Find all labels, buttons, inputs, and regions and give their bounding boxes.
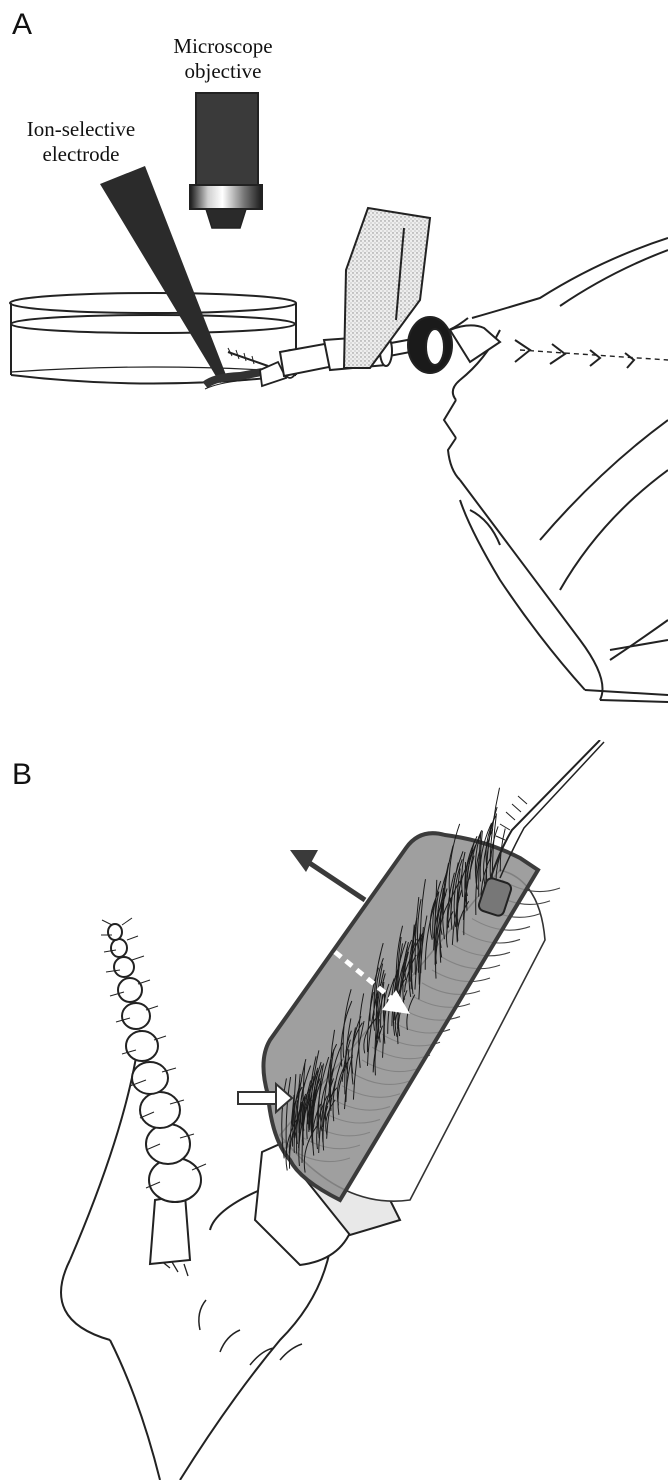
panel-b-drawing: [0, 740, 668, 1480]
outflow-arrow: [290, 850, 365, 900]
panel-a: A Microscope objective Ion-selective ele…: [0, 0, 668, 720]
antenna-tip: [477, 740, 604, 917]
antennule: [101, 918, 206, 1264]
panel-a-drawing: [0, 0, 668, 720]
animal-head: [408, 238, 668, 702]
microscope-objective: [190, 93, 262, 228]
panel-b: B: [0, 740, 668, 1480]
